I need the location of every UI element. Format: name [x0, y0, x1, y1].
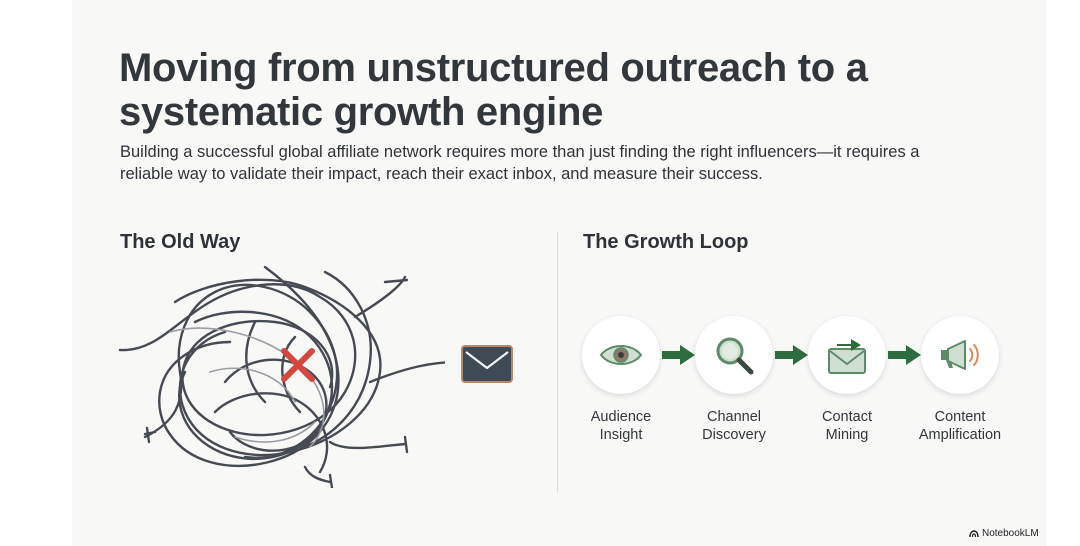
tangled-lines-illustration [118, 265, 445, 488]
step-audience-insight: Audience Insight [561, 316, 681, 444]
eye-icon [599, 345, 643, 365]
brand-watermark: NotebookLM [969, 528, 1039, 539]
step-channel-discovery: Channel Discovery [674, 316, 794, 444]
slide-title: Moving from unstructured outreach to a s… [119, 46, 868, 134]
notebooklm-logo-icon [969, 529, 979, 537]
slide-subtitle: Building a successful global affiliate n… [120, 143, 920, 183]
step-label-line2: Amplification [918, 427, 1002, 443]
arrow-right-icon [888, 345, 921, 365]
slide-background [72, 0, 1046, 546]
step-label-line1: Channel [706, 409, 761, 425]
step-content-amplification: Content Amplification [900, 316, 1020, 444]
step-label-line1: Content [934, 409, 986, 425]
step-label-line2: Discovery [702, 427, 766, 443]
step-label-line1: Audience [590, 409, 652, 425]
arrow-right-icon [662, 345, 695, 365]
old-way-heading: The Old Way [120, 231, 241, 253]
step-label-line1: Contact [822, 409, 872, 425]
mail-arrow-icon [828, 339, 866, 374]
growth-loop-heading: The Growth Loop [583, 231, 749, 253]
arrow-right-icon [775, 345, 808, 365]
section-divider [557, 232, 558, 492]
envelope-icon [461, 345, 513, 383]
megaphone-icon [941, 340, 979, 370]
step-label-line2: Mining [825, 427, 869, 443]
magnifier-icon [716, 337, 754, 375]
x-mark-icon [281, 348, 315, 382]
brand-name: NotebookLM [982, 528, 1039, 539]
step-contact-mining: Contact Mining [787, 316, 907, 444]
step-label-line2: Insight [599, 427, 643, 443]
